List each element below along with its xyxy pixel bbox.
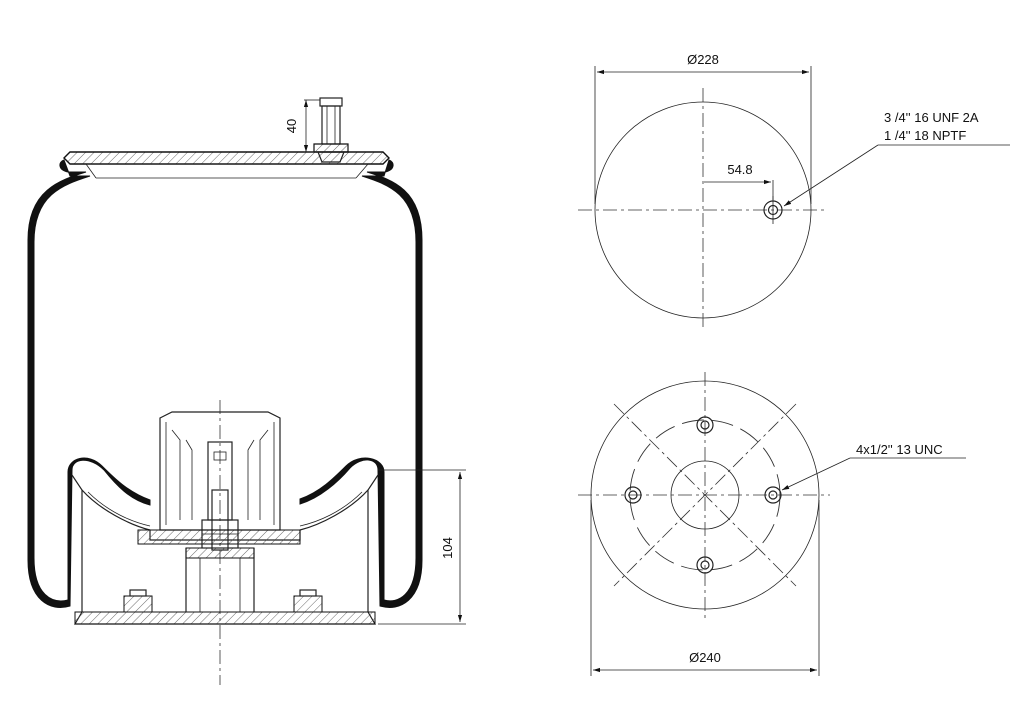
bottom-diameter-label: Ø240 [689,650,721,665]
dim-offset: 54.8 [704,162,774,200]
air-port-hole [763,196,783,224]
bolt-hole-bottom [696,556,714,574]
rubber-bellow [27,159,423,608]
piston [71,411,379,625]
dim-bottom-diameter: Ø240 [590,500,820,676]
fitting-spec-line1: 3 /4'' 16 UNF 2A [884,110,979,125]
dim-piston-height: 104 [378,469,466,625]
top-diameter-label: Ø228 [687,52,719,67]
stud-height-label: 40 [284,119,299,133]
dim-top-diameter: Ø228 [594,52,812,204]
piston-height-label: 104 [440,537,455,559]
bolt-hole-top [696,416,714,434]
offset-label: 54.8 [727,162,752,177]
side-view: 40 104 [27,97,466,685]
callout-air-fitting: 3 /4'' 16 UNF 2A 1 /4'' 18 NPTF [783,110,1010,207]
bottom-view: Ø240 4x1/2'' 13 UNC [578,372,966,676]
bolt-hole-right [764,486,782,504]
callout-bottom-bolts: 4x1/2'' 13 UNC [781,442,966,491]
air-fitting-stud [313,97,349,163]
fitting-spec-line2: 1 /4'' 18 NPTF [884,128,966,143]
top-view: Ø228 54.8 3 /4'' 16 UNF 2A 1 /4'' 18 NPT… [578,52,1010,330]
bolt-hole-left [624,486,642,504]
bottom-diag-centerline-2 [613,403,797,587]
dim-stud-height: 40 [284,99,320,153]
top-bead-plate [63,151,390,179]
bolt-spec-label: 4x1/2'' 13 UNC [856,442,943,457]
